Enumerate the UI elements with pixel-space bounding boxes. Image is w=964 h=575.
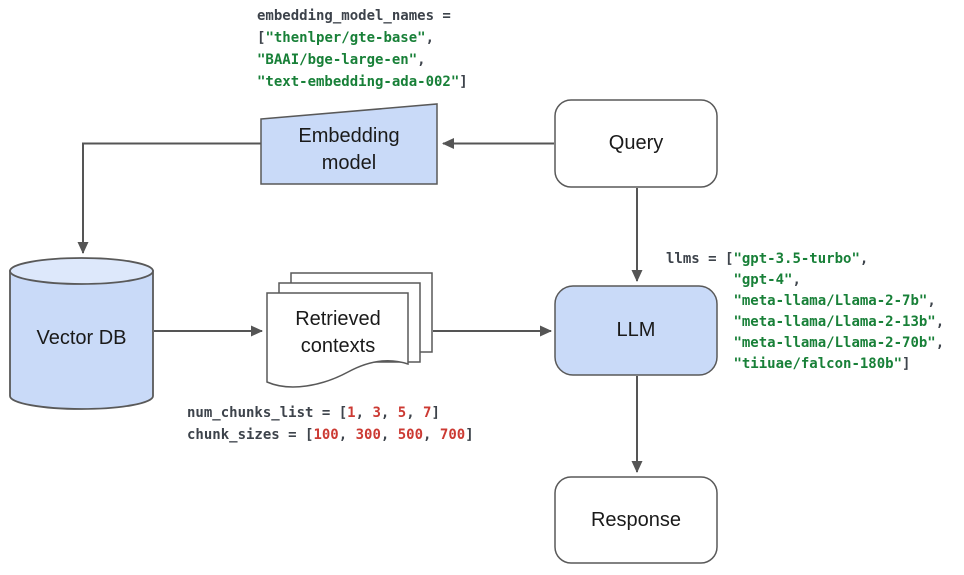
embedding-models-code-annotation: embedding_model_names =["thenlper/gte-ba… xyxy=(257,8,468,90)
llm-box xyxy=(554,285,718,376)
vector-db-cylinder-top xyxy=(9,257,154,285)
document-front xyxy=(266,292,409,388)
embedding-model-shape xyxy=(260,103,438,185)
vector-db-cylinder-body xyxy=(9,270,154,410)
query-box xyxy=(554,99,718,188)
arrow-embedding-to-vectordb xyxy=(77,142,261,254)
vector-db-cylinder xyxy=(9,257,154,410)
llms-code-annotation: llms = ["gpt-3.5-turbo", "gpt-4", "meta-… xyxy=(666,251,945,372)
response-box xyxy=(554,476,718,564)
chunk-params-code-annotation: num_chunks_list = [1, 3, 5, 7]chunk_size… xyxy=(187,405,474,443)
document-stack xyxy=(266,272,433,388)
